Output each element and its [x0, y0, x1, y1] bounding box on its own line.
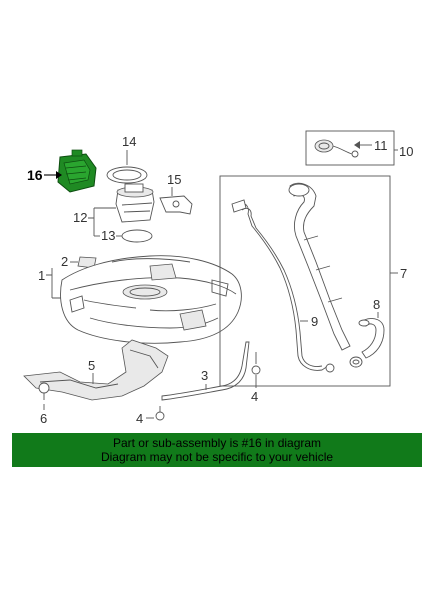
part-4-bolt-right: 4	[251, 352, 261, 404]
callout-label-11: 11	[374, 138, 388, 153]
part-14-lock-ring: 14	[106, 134, 148, 184]
callout-label-1: 1	[38, 268, 45, 283]
callout-label-14: 14	[122, 134, 136, 149]
part-16-highlighted[interactable]	[57, 149, 97, 193]
part-4-bolt-lower: 4	[136, 406, 165, 426]
part-11-fuel-cap: 11 10	[305, 130, 413, 166]
part-7-filler-pipe	[288, 182, 351, 351]
callout-label-12: 12	[73, 210, 87, 225]
part-8-hose: 8	[349, 297, 385, 368]
info-banner: Part or sub-assembly is #16 in diagram D…	[12, 433, 422, 467]
callout-label-5: 5	[88, 358, 95, 373]
callout-label-9: 9	[311, 314, 318, 329]
part-6-clip: 6	[38, 382, 50, 426]
callout-label-13: 13	[101, 228, 115, 243]
callout-label-16: 16	[27, 167, 43, 183]
callout-label-7: 7	[400, 266, 407, 281]
callout-label-6: 6	[40, 411, 47, 426]
callout-label-10: 10	[399, 144, 413, 159]
part-7-filler-box: 7	[219, 175, 407, 387]
callout-label-4a: 4	[136, 411, 143, 426]
callout-label-8: 8	[373, 297, 380, 312]
callout-16: 16	[27, 167, 62, 183]
callout-label-4b: 4	[251, 389, 258, 404]
banner-line-2: Diagram may not be specific to your vehi…	[100, 450, 334, 464]
banner-line-1: Part or sub-assembly is #16 in diagram	[112, 436, 322, 450]
callout-label-2: 2	[61, 254, 68, 269]
part-15-bracket: 15	[159, 172, 193, 215]
part-5-heat-shield: 5	[23, 339, 169, 401]
callout-label-3: 3	[201, 368, 208, 383]
part-9-vent-tube: 9	[231, 199, 335, 373]
callout-label-15: 15	[167, 172, 181, 187]
part-12-pump-module: 12	[73, 183, 155, 236]
part-3-strap: 3	[161, 341, 250, 401]
part-1-fuel-tank: 1	[38, 255, 242, 344]
part-13-gasket: 13	[94, 228, 153, 243]
